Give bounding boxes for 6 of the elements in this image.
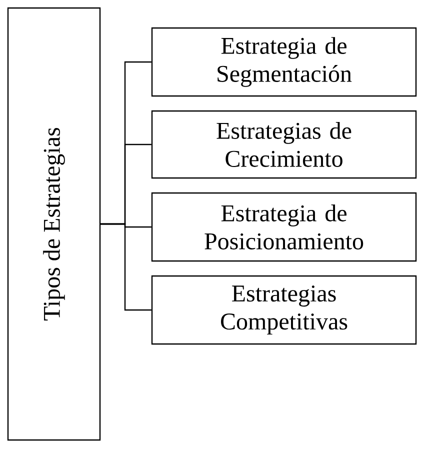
strategy-box: Estrategia de Posicionamiento <box>151 192 417 262</box>
strategy-box: Estrategia de Segmentación <box>151 27 417 97</box>
strategy-box: Estrategias de Crecimiento <box>151 110 417 179</box>
category-box: Tipos de Estrategias <box>7 7 101 441</box>
strategy-box: Estrategias Competitivas <box>151 275 417 345</box>
connector-line <box>100 223 152 311</box>
